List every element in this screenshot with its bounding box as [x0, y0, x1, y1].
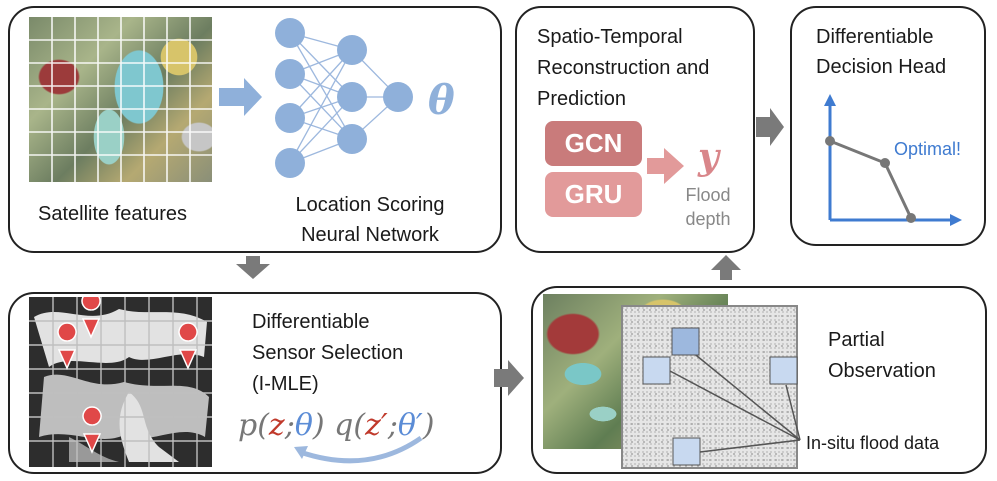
- observation-title: Partial Observation: [828, 325, 936, 387]
- reconstruction-title-line2: Reconstruction and: [537, 57, 710, 79]
- formula-q-open: q(: [334, 408, 366, 443]
- formula-p-open: p(: [238, 408, 269, 443]
- sensor-map-graphics: [29, 297, 212, 467]
- gcn-block: GCN: [545, 121, 642, 166]
- formula-semi1: ;: [284, 408, 295, 443]
- network-label-line2: Neural Network: [301, 224, 439, 246]
- reconstruction-title: Spatio-Temporal Reconstruction and Predi…: [537, 22, 709, 115]
- sensor-square-3: [769, 356, 798, 385]
- curved-arrow: [299, 435, 423, 464]
- network-nodes: [275, 18, 413, 178]
- sensor-selection-line2: Sensor Selection: [252, 342, 404, 364]
- arrow-to-decision: [756, 108, 784, 146]
- panel-decision-head: [790, 6, 986, 246]
- formula-theta: θ: [294, 408, 313, 443]
- decision-title-line2: Decision Head: [816, 56, 947, 78]
- sensor-selection-title: Differentiable Sensor Selection (I-MLE): [252, 307, 403, 400]
- optimal-label: Optimal!: [894, 139, 962, 159]
- network-label-line1: Location Scoring: [295, 194, 445, 216]
- flood-depth-line1: Flood: [685, 185, 731, 205]
- theta-symbol: θ: [428, 77, 455, 124]
- satellite-features-label: Satellite features: [38, 203, 187, 225]
- observation-title-line2: Observation: [828, 360, 936, 382]
- decision-title-line1: Differentiable: [816, 26, 934, 48]
- y-symbol: y: [698, 136, 719, 178]
- satellite-grid: [29, 17, 212, 182]
- decision-title: Differentiable Decision Head: [816, 22, 946, 82]
- arrow-to-network: [219, 78, 262, 116]
- sensor-square-1: [671, 327, 700, 356]
- sensor-square-4: [672, 437, 701, 466]
- arrow-up-to-reconstruction: [711, 255, 741, 280]
- map-pin-icons: [57, 297, 198, 454]
- satellite-image: [29, 17, 212, 182]
- arrow-to-y: [647, 148, 684, 184]
- reconstruction-title-line1: Spatio-Temporal: [537, 26, 683, 48]
- arrow-down-to-sensor: [236, 256, 270, 279]
- formula-theta-prime: θ′: [397, 408, 423, 443]
- decision-chart: [824, 94, 962, 226]
- formula-z: z: [268, 408, 285, 443]
- observation-title-line1: Partial: [828, 329, 885, 351]
- formula-z-prime: z′: [365, 408, 388, 443]
- sensor-map: [29, 297, 212, 467]
- formula-p-close: ): [312, 408, 325, 443]
- flood-depth-label: Flood depth: [672, 183, 744, 231]
- formula-q-close: ): [422, 408, 435, 443]
- sensor-square-2: [642, 356, 671, 385]
- insitu-label: In-situ flood data: [806, 433, 940, 453]
- imle-formula: p(z;θ) q(z′;θ′): [238, 408, 434, 443]
- formula-semi2: ;: [387, 408, 398, 443]
- reconstruction-title-line3: Prediction: [537, 88, 626, 110]
- gru-block: GRU: [545, 172, 642, 217]
- sensor-selection-line1: Differentiable: [252, 311, 370, 333]
- arrow-to-observation: [494, 360, 524, 396]
- network-label: Location Scoring Neural Network: [270, 190, 470, 250]
- observation-speckle-overlay: [621, 305, 798, 469]
- sensor-selection-line3: (I-MLE): [252, 373, 319, 395]
- flood-depth-line2: depth: [685, 209, 731, 229]
